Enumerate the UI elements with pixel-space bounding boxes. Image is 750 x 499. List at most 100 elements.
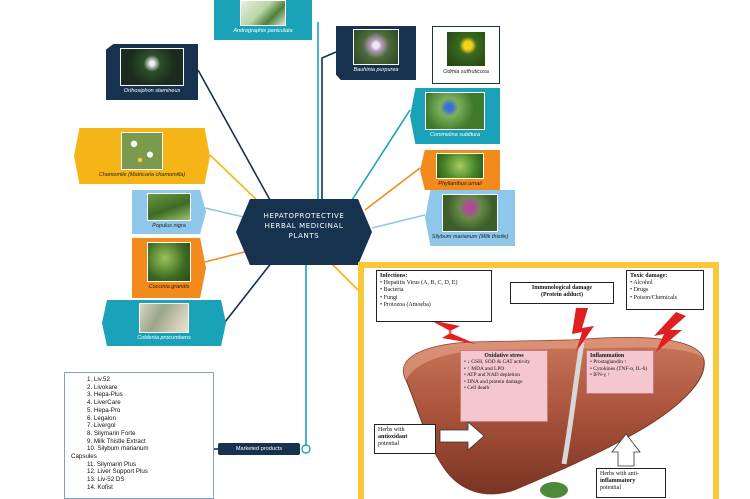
antioxidant-box: Herbs with antioxidant potential bbox=[374, 424, 436, 454]
oxidative-5: Cell death bbox=[467, 385, 490, 392]
marketed-products-label: Marketed products bbox=[218, 443, 300, 455]
card-ochna: Odmia suffruticosa bbox=[432, 26, 500, 84]
infection-3: Fungi bbox=[383, 294, 398, 301]
populus-caption: Populus nigra bbox=[152, 223, 186, 229]
orthosiphon-image bbox=[120, 48, 184, 86]
bauhinia-image bbox=[353, 29, 399, 65]
immuno-sub: (Protein adduct) bbox=[540, 292, 584, 299]
marketed-product-item: 3. Hepa-Plus bbox=[87, 391, 123, 399]
commelina-image bbox=[425, 92, 485, 130]
line-bauhinia bbox=[321, 51, 337, 200]
andrographis-image bbox=[240, 0, 286, 26]
inflammation-title: Inflammation bbox=[590, 353, 625, 359]
line-liver bbox=[329, 261, 359, 291]
marketed-product-item: 8. Silymarin Forte bbox=[87, 429, 136, 437]
marketed-product-item: 13. Liv-52 DS bbox=[87, 476, 125, 484]
antiinflammatory-box: Herbs with anti- inflammatory potential bbox=[596, 468, 666, 498]
marketed-product-item: 6. Legalon bbox=[87, 414, 116, 422]
center-title-line2: HERBAL MEDICINAL bbox=[264, 222, 344, 230]
silybum-image bbox=[442, 194, 498, 232]
oxidative-3: ATP and NAD depletion bbox=[466, 372, 520, 379]
line-phyllanthus bbox=[364, 167, 421, 211]
marketed-product-item: 10. Silybum marianum bbox=[87, 445, 149, 453]
infections-box: Infections: • Hepatitis Virus (A, B, C, … bbox=[376, 270, 492, 322]
card-bauhinia: Bauhinia purpurea bbox=[336, 26, 416, 80]
infection-2: Bacteria bbox=[383, 287, 404, 294]
marketed-product-item: 12. Liver Support Plus bbox=[87, 468, 148, 476]
line-populus bbox=[204, 207, 249, 219]
infection-4: Protozoa (Amoeba) bbox=[383, 301, 431, 308]
line-silybum bbox=[371, 214, 426, 229]
card-populus: Populus nigra bbox=[132, 190, 206, 234]
card-chamomile: Chamomile (Matricaria chamomilla) bbox=[74, 128, 210, 184]
orthosiphon-caption: Orthosiphon stamineus bbox=[123, 88, 181, 94]
marketed-product-item: Capsules bbox=[71, 453, 97, 461]
center-node: HEPATOPROTECTIVE HERBAL MEDICINAL PLANTS bbox=[236, 199, 372, 265]
oxidative-stress-box: Oxidative stress • ↓ GSH, SOD & CAT acti… bbox=[460, 350, 548, 422]
toxic-2: Drugs bbox=[633, 287, 649, 294]
infection-1: Hepatitis Virus (A, B, C, D, E) bbox=[383, 280, 458, 287]
immuno-box: Immunological damage (Protein adduct) bbox=[510, 282, 614, 304]
immuno-title: Immunological damage bbox=[531, 285, 593, 291]
center-title-line3: PLANTS bbox=[288, 232, 320, 240]
card-coccinia: Coccinia grandis bbox=[132, 238, 206, 298]
card-phyllanthus: Phyllanthus urnaii bbox=[420, 150, 500, 190]
toxic-3: Poison/Chemicals bbox=[633, 294, 677, 301]
coldenia-caption: Coldenia procumbens bbox=[137, 335, 191, 341]
antiinflam-line2: inflammatory bbox=[600, 478, 636, 485]
populus-image bbox=[147, 193, 191, 221]
toxic-title: Toxic damage: bbox=[630, 273, 668, 279]
bolt-infection bbox=[430, 320, 476, 344]
oxidative-title: Oxidative stress bbox=[484, 353, 524, 359]
phyllanthus-caption: Phyllanthus urnaii bbox=[438, 181, 482, 187]
coccinia-caption: Coccinia grandis bbox=[148, 284, 190, 290]
antioxidant-line2: antioxidant bbox=[378, 434, 408, 441]
line-coccinia bbox=[204, 249, 253, 263]
inflammation-1: Prostaglandin ↑ bbox=[593, 359, 627, 366]
card-orthosiphon: Orthosiphon stamineus bbox=[106, 44, 198, 100]
inflammation-3: IFN-γ ↑ bbox=[593, 372, 611, 379]
antiinflam-line3: potential bbox=[600, 485, 621, 492]
marketed-product-item: 14. Kofist bbox=[87, 483, 113, 491]
inflammation-2: Cytokines (TNF-α, IL-6) bbox=[593, 365, 648, 372]
infections-title: Infections: bbox=[380, 273, 408, 279]
coccinia-image bbox=[147, 242, 191, 282]
line-coldenia bbox=[224, 261, 273, 323]
marketed-product-item: 2. Livokare bbox=[87, 383, 118, 391]
oxidative-1: ↓ GSH, SOD & CAT activity bbox=[467, 359, 531, 366]
line-chamomile bbox=[209, 154, 263, 206]
bolt-immuno bbox=[572, 308, 594, 352]
inflammation-box: Inflammation • Prostaglandin ↑ • Cytokin… bbox=[586, 350, 654, 394]
toxic-1: Alcohol bbox=[633, 280, 653, 287]
bauhinia-caption: Bauhinia purpurea bbox=[353, 67, 399, 73]
line-commelina bbox=[351, 109, 411, 201]
oxidative-4: DNA and protein damage bbox=[467, 378, 523, 385]
marketed-product-item: 7. Livergol bbox=[87, 422, 116, 430]
marketed-product-item: 1. Liv.52 bbox=[87, 376, 110, 383]
phyllanthus-image bbox=[436, 153, 484, 179]
center-title-line1: HEPATOPROTECTIVE bbox=[263, 212, 345, 220]
marketed-product-item: 11. Silymarin Plus bbox=[87, 460, 137, 468]
ochna-image bbox=[446, 31, 486, 67]
antioxidant-line3: potential bbox=[378, 441, 399, 448]
arrow-antiinflam bbox=[611, 433, 641, 467]
oxidative-2: ↑ MDA and LPO bbox=[467, 365, 505, 372]
silybum-caption: Silybum marianum (Milk thistle) bbox=[431, 234, 509, 240]
card-commelina: Commelina sublitura bbox=[410, 88, 500, 144]
chamomile-image bbox=[121, 132, 163, 170]
liver-figure: Infections: • Hepatitis Virus (A, B, C, … bbox=[358, 262, 719, 499]
card-silybum: Silybum marianum (Milk thistle) bbox=[425, 190, 515, 246]
arrow-antioxidant bbox=[439, 421, 485, 451]
coldenia-image bbox=[139, 303, 189, 333]
antioxidant-line1: Herbs with bbox=[378, 427, 405, 433]
card-andrographis: Andrographis paniculata bbox=[214, 0, 312, 40]
ochna-caption: Odmia suffruticosa bbox=[443, 69, 489, 75]
line-orthosiphon bbox=[197, 69, 271, 201]
commelina-caption: Commelina sublitura bbox=[429, 132, 481, 138]
marketed-product-item: 4. LiverCare bbox=[87, 399, 121, 407]
card-coldenia: Coldenia procumbens bbox=[102, 300, 226, 346]
marketed-product-item: 5. Hepa-Pro bbox=[87, 406, 121, 414]
marketed-product-item: 9. Milk Thistle Extract bbox=[87, 437, 146, 445]
